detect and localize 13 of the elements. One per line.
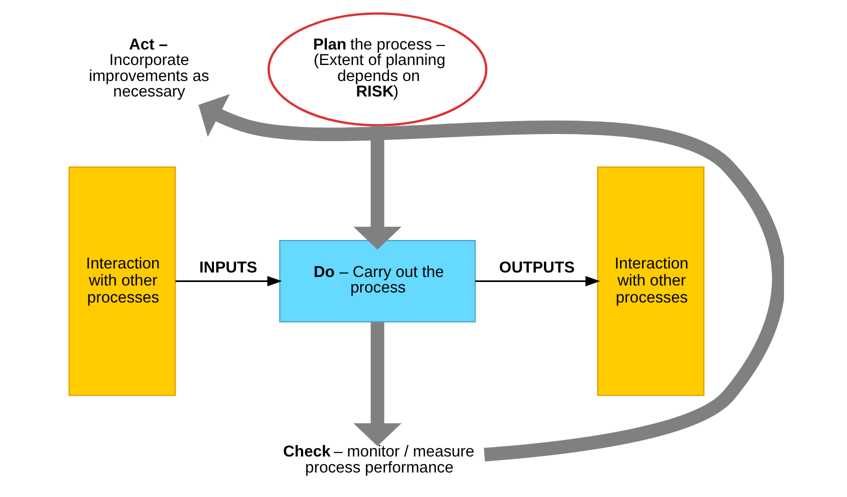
edge-label: OUTPUTS: [498, 258, 574, 276]
arrow: [174, 276, 282, 286]
arrow: [352, 125, 402, 250]
arrow: [198, 94, 784, 461]
node-box: Interaction with other processes: [68, 166, 176, 396]
node-text: Check – monitor / measure process performance: [282, 442, 474, 476]
arrow: [352, 322, 402, 446]
node-box: Interaction with other processes: [596, 166, 704, 396]
node-text: Act – Incorporate improvements as necessary: [88, 36, 209, 100]
node-ellipse: Plan the process – (Extent of planning depends on RISK): [267, 12, 487, 126]
arrow: [474, 276, 600, 286]
edge-label: INPUTS: [198, 258, 257, 276]
node-box: Do – Carry out the process: [278, 239, 476, 322]
